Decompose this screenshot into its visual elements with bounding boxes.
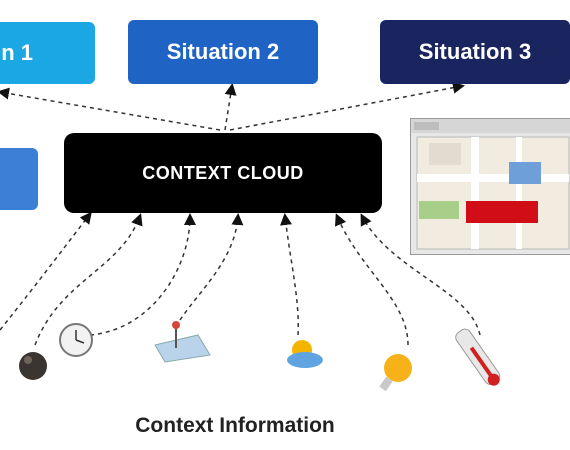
sphere-icon	[19, 352, 47, 380]
thermometer-icon	[455, 328, 501, 386]
lightbulb-icon	[379, 354, 412, 392]
link-from-weather	[280, 213, 300, 336]
map-window-icon	[410, 118, 570, 255]
clock-icon	[59, 323, 93, 357]
weather-icon	[287, 340, 323, 368]
situation-1-box: n 1	[0, 22, 95, 84]
link-from-sphere	[34, 213, 143, 346]
situation-3-label: Situation 3	[418, 39, 532, 64]
link-from-clock	[89, 213, 196, 336]
situation-1-label: n 1	[1, 40, 33, 65]
situation-2-box: Situation 2	[128, 20, 318, 84]
link-from-left-edge	[0, 211, 92, 331]
link-to-situation-2	[224, 83, 237, 131]
link-from-map-pin	[179, 213, 244, 321]
map-window-graphic	[411, 119, 570, 250]
map-pin-icon	[154, 321, 211, 363]
link-from-thermometer	[360, 213, 481, 336]
context-cloud-box: CONTEXT CLOUD	[64, 133, 382, 213]
link-from-lightbulb	[335, 213, 409, 346]
context-cloud-label: CONTEXT CLOUD	[142, 162, 304, 183]
context-information-caption: Context Information	[135, 414, 335, 437]
link-to-situation-1	[0, 87, 221, 131]
situation-2-label: Situation 2	[166, 39, 280, 64]
cloud-tile	[0, 148, 38, 210]
situation-3-box: Situation 3	[380, 20, 570, 84]
